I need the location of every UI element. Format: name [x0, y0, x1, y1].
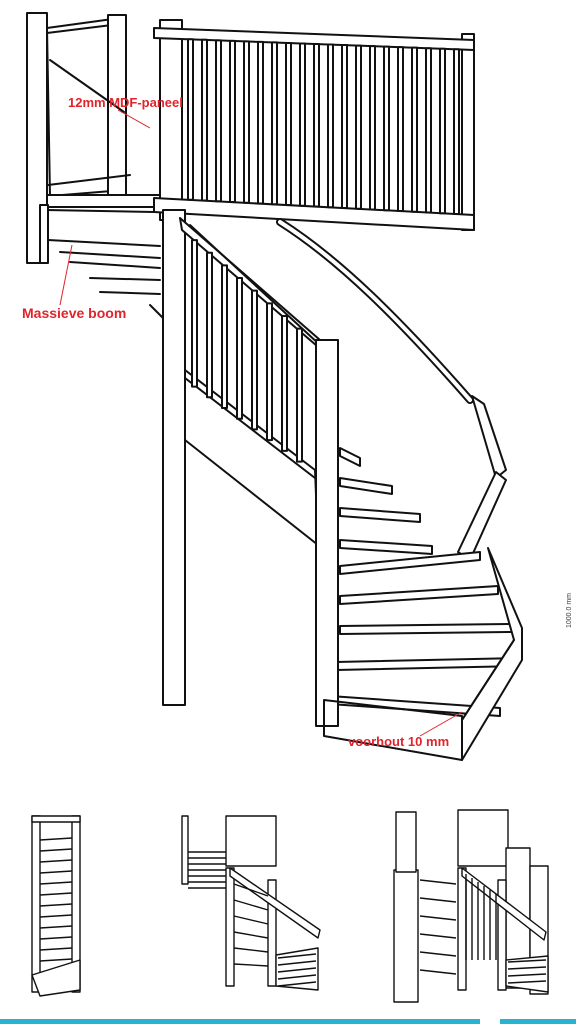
landing-baluster [453, 48, 460, 215]
thumbnail-step [39, 859, 73, 863]
thumbnail-step [39, 925, 73, 929]
landing-baluster [229, 39, 236, 204]
thumbnail-step [39, 914, 73, 918]
thumbnail-step [507, 966, 547, 970]
flight-baluster [266, 302, 273, 442]
outer-handrail [276, 218, 507, 561]
landing-baluster [439, 47, 446, 215]
landing-baluster [369, 45, 376, 211]
thumbnail-top-view [31, 815, 81, 997]
landing-baluster [327, 43, 334, 209]
lower-newel [315, 339, 339, 727]
treads [329, 447, 519, 717]
thumbnail-step [419, 915, 457, 921]
thumbnail-baluster [233, 883, 269, 897]
thumbnail-step [277, 953, 317, 959]
footer-accent-bar-right [500, 1019, 576, 1024]
tread [339, 623, 513, 635]
thumbnail-step [277, 981, 317, 987]
landing-balustrade [45, 19, 475, 231]
landing-baluster [313, 43, 320, 208]
landing-baluster [299, 42, 306, 207]
thumbnail-step [39, 848, 73, 852]
landing-baluster [383, 45, 390, 212]
thumbnail-baluster [233, 947, 269, 953]
upper-winder-steps [39, 204, 166, 321]
thumbnail-baluster [233, 931, 269, 939]
tread [339, 539, 433, 555]
thumbnail-step [419, 879, 457, 885]
left-landing-guard [26, 12, 168, 264]
thumbnail-step [419, 933, 457, 939]
landing-baluster [355, 44, 362, 210]
thumbnail-step [39, 903, 73, 907]
thumbnail-step [277, 960, 317, 966]
thumbnail-step [39, 936, 73, 940]
landing-baluster [243, 40, 250, 204]
thumbnail-step [507, 980, 547, 984]
thumbnail-step [277, 974, 317, 980]
thumbnail-step [39, 947, 73, 951]
thumbnail-step [39, 870, 73, 874]
thumbnail-step [39, 892, 73, 896]
annotation-panel: 12mm MDF-paneel [68, 95, 183, 110]
flight-baluster [206, 251, 213, 399]
thumbnail-step [419, 897, 457, 903]
thumbnail-baluster [233, 899, 269, 911]
thumbnail-step [419, 951, 457, 957]
landing-balusters [187, 38, 460, 215]
tread [339, 447, 361, 467]
tread [339, 507, 421, 523]
landing-baluster [425, 47, 432, 214]
tread [335, 657, 519, 671]
landing-baluster [285, 41, 292, 207]
thumbnail-baluster [233, 963, 269, 967]
thumbnail-step [419, 969, 457, 975]
thumbnail-step [507, 959, 547, 963]
thumbnail-step [39, 881, 73, 885]
annotation-stringer: Massieve boom [22, 305, 127, 321]
outer-stringer [323, 547, 523, 761]
landing-baluster [411, 46, 418, 213]
flight-baluster [296, 327, 303, 463]
thumbnail-step [277, 967, 317, 973]
thumbnail-side-view [181, 815, 321, 991]
flight-baluster [236, 277, 243, 420]
annotation-leaders [59, 109, 463, 737]
landing-baluster [271, 41, 278, 206]
flight-baluster [221, 264, 228, 409]
tread [339, 551, 481, 575]
tread [339, 477, 393, 495]
landing-baluster [187, 38, 194, 201]
dimension-label: 1000.0 mm [566, 592, 573, 628]
landing-baluster [341, 44, 348, 209]
thumbnail-step [39, 958, 73, 962]
thumbnail-baluster [233, 915, 269, 925]
thumbnail-step [507, 973, 547, 977]
landing-baluster [215, 39, 222, 203]
flight-baluster [281, 314, 288, 452]
landing-baluster [257, 40, 264, 205]
landing-baluster [397, 46, 404, 212]
footer-accent-bar [0, 1019, 480, 1024]
thumbnail-step [39, 837, 73, 841]
flight-baluster [191, 239, 198, 388]
flight-balusters [191, 239, 303, 463]
thumbnail-enclosed-view [393, 809, 549, 1003]
main-newel [162, 209, 186, 706]
landing-baluster [201, 38, 208, 202]
flight-baluster [251, 289, 258, 431]
annotation-nosing: voorhout 10 mm [348, 734, 450, 749]
tread [339, 585, 499, 605]
